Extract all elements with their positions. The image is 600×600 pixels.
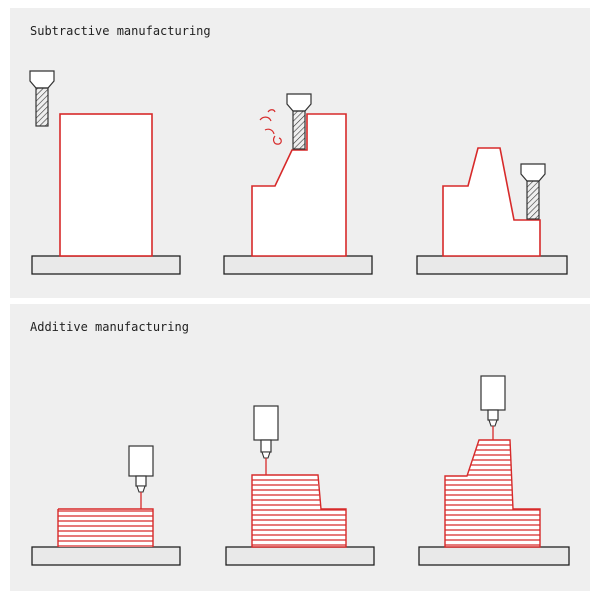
end-mill-icon (286, 93, 312, 150)
additive-title: Additive manufacturing (30, 320, 189, 334)
milled-part (251, 113, 347, 257)
machine-base (31, 546, 181, 566)
end-mill-icon (520, 163, 546, 220)
machine-base (418, 546, 570, 566)
printed-layers (251, 474, 347, 548)
machine-base (225, 546, 375, 566)
additive-stage-1 (31, 445, 181, 566)
machine-base (31, 255, 181, 275)
print-head-icon (253, 405, 279, 475)
printed-layers (444, 439, 541, 548)
additive-panel: Additive manufacturing (10, 304, 590, 591)
machine-base (223, 255, 373, 275)
additive-illustrations (31, 375, 570, 566)
printed-layers (57, 508, 154, 547)
subtractive-panel: Subtractive manufacturing (10, 8, 590, 298)
print-head-icon (128, 445, 154, 509)
machine-base (416, 255, 568, 275)
subtractive-title: Subtractive manufacturing (30, 24, 211, 38)
subtractive-stage-2 (223, 93, 373, 275)
print-head-icon (480, 375, 506, 440)
subtractive-illustrations (29, 70, 568, 275)
milled-part (442, 147, 541, 257)
chips-icon (259, 109, 282, 145)
stock-block (59, 113, 153, 257)
additive-stage-3 (418, 375, 570, 566)
additive-stage-2 (225, 405, 375, 566)
subtractive-stage-1 (29, 70, 181, 275)
subtractive-stage-3 (416, 147, 568, 275)
end-mill-icon (29, 70, 55, 127)
